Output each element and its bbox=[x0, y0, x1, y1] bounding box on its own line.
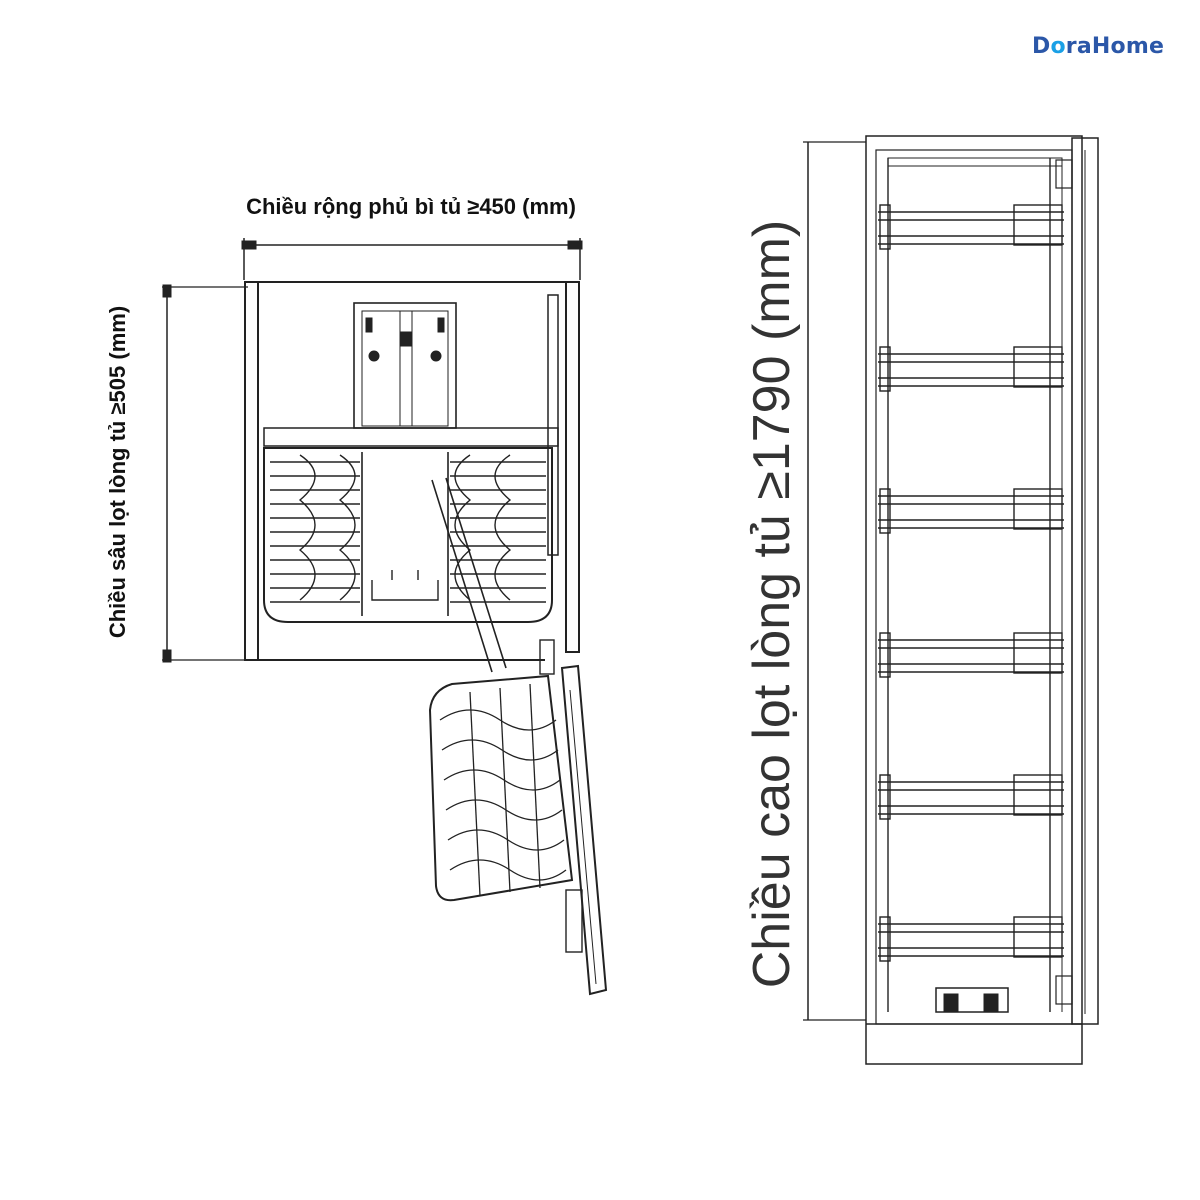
brand-logo: DoraHome bbox=[1032, 34, 1165, 59]
width-dimension-label: Chiều rộng phủ bì tủ ≥450 (mm) bbox=[246, 194, 576, 219]
shelf-5 bbox=[878, 774, 1064, 820]
shelf-4 bbox=[878, 632, 1064, 678]
shelf-3 bbox=[878, 488, 1064, 534]
shelf-2 bbox=[878, 346, 1064, 392]
shelf-1 bbox=[878, 204, 1064, 250]
swing-out-basket bbox=[428, 639, 608, 996]
tall-unit-front-view bbox=[803, 135, 1099, 1065]
top-view-cabinet bbox=[162, 238, 583, 673]
tall-unit-shelves bbox=[878, 204, 1064, 962]
shelf-6 bbox=[878, 916, 1064, 962]
